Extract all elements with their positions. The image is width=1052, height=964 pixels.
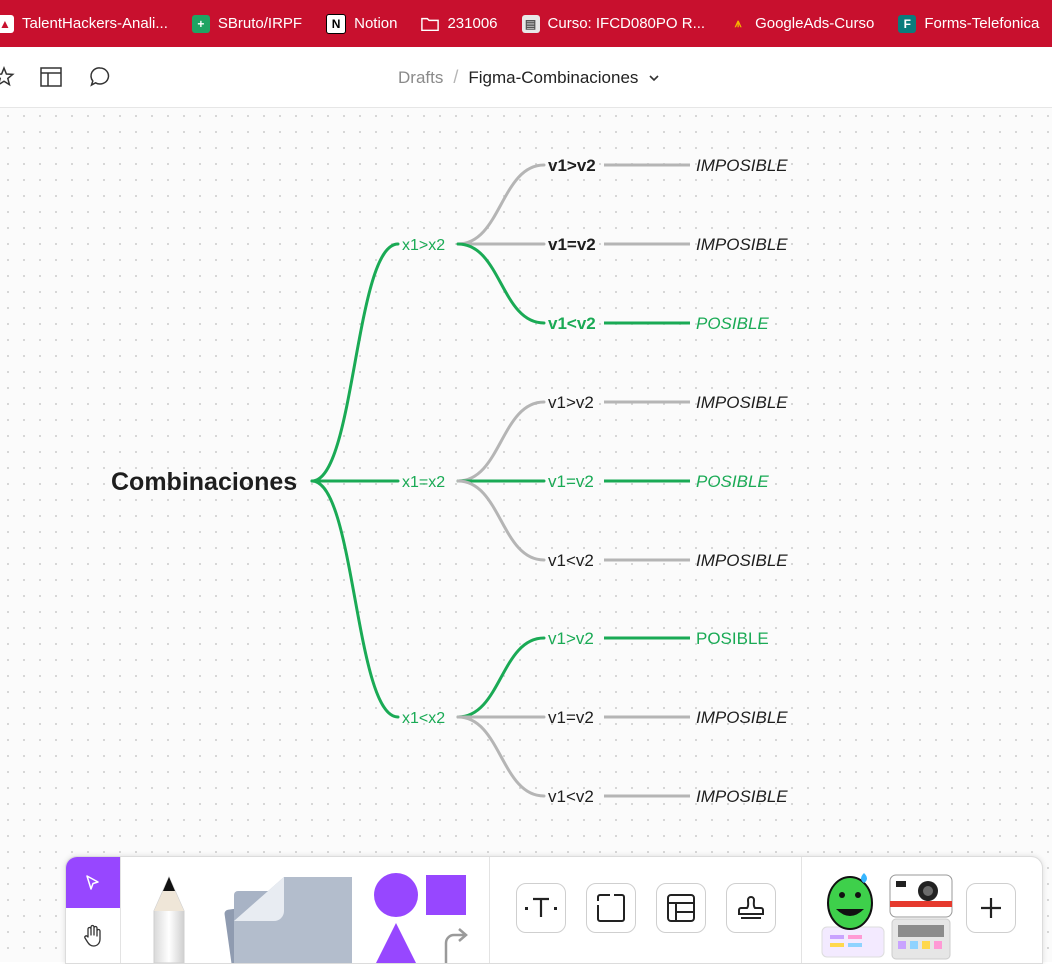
comment-icon[interactable] <box>88 65 112 89</box>
folder-icon <box>421 15 440 33</box>
file-name[interactable]: Figma-Combinaciones <box>468 67 639 87</box>
result-node: POSIBLE <box>696 314 769 333</box>
stickers-icon <box>821 873 885 958</box>
bookmark-notion[interactable]: N Notion <box>326 0 397 47</box>
bookmark-label: 231006 <box>447 15 498 32</box>
file-header: Drafts / Figma-Combinaciones <box>0 47 1052 108</box>
bookmark-sbruto-irpf[interactable]: + SBruto/IRPF <box>191 0 303 47</box>
result-node: POSIBLE <box>696 629 769 648</box>
divider <box>489 857 490 963</box>
child-node: v1<v2 <box>548 314 596 333</box>
bookmark-forms[interactable]: F Forms-Telefonica <box>898 0 1039 47</box>
divider <box>120 857 121 963</box>
google-sheets-icon: + <box>191 14 210 33</box>
root-branch-connector <box>310 242 400 483</box>
child-connector <box>456 636 546 719</box>
child-node: v1=v2 <box>548 472 594 491</box>
bookmark-talenthackers[interactable]: ▲ TalentHackers-Anali... <box>0 0 168 47</box>
pencil-icon <box>153 875 185 963</box>
stamp-icon <box>738 896 764 919</box>
child-connector <box>456 242 546 325</box>
move-tool[interactable] <box>66 857 120 908</box>
result-node: IMPOSIBLE <box>696 787 788 806</box>
child-node: v1>v2 <box>548 393 594 412</box>
text-tool[interactable] <box>516 883 566 933</box>
text-icon <box>525 897 557 917</box>
child-connector <box>456 715 546 798</box>
pencil-tool[interactable] <box>136 875 202 963</box>
jambot-icon <box>889 874 953 960</box>
add-more-button[interactable] <box>966 883 1016 933</box>
bookmark-231006[interactable]: 231006 <box>421 0 498 47</box>
child-node: v1<v2 <box>548 551 594 570</box>
forms-icon: F <box>898 14 917 33</box>
layout-icon[interactable] <box>39 65 63 89</box>
stamp-tool[interactable] <box>726 883 776 933</box>
bookmark-label: GoogleAds-Curso <box>755 15 875 32</box>
section-tool[interactable] <box>586 883 636 933</box>
bookmark-label: Forms-Telefonica <box>924 15 1040 32</box>
root-node: Combinaciones <box>111 468 297 496</box>
child-connector <box>456 400 546 483</box>
shapes-tool[interactable] <box>372 873 472 963</box>
plus-icon <box>981 898 1001 918</box>
actions-icon[interactable] <box>0 65 16 89</box>
hand-icon <box>84 924 101 947</box>
child-node: v1>v2 <box>548 629 594 648</box>
divider <box>801 857 802 963</box>
child-connector <box>456 479 546 562</box>
root-branch-connector <box>310 479 400 719</box>
branch-node: x1>x2 <box>402 237 445 254</box>
branch-node: x1=x2 <box>402 474 445 491</box>
course-icon: ▤ <box>521 14 540 33</box>
notion-icon: N <box>326 13 347 34</box>
toolbar-dock <box>65 856 1043 964</box>
bookmark-label: SBruto/IRPF <box>217 15 303 32</box>
table-icon <box>667 894 695 922</box>
child-connector <box>456 163 546 246</box>
breadcrumb: Drafts / Figma-Combinaciones <box>398 67 660 88</box>
talenthackers-icon: ▲ <box>0 14 14 33</box>
shapes-icon <box>374 873 468 963</box>
breadcrumb-separator: / <box>453 67 459 87</box>
result-node: IMPOSIBLE <box>696 235 788 254</box>
stickers-tool[interactable] <box>818 869 888 963</box>
sticky-note-icon <box>224 877 352 963</box>
section-icon <box>597 894 625 922</box>
jambot-tool[interactable] <box>888 869 954 963</box>
cursor-icon <box>86 874 99 890</box>
result-node: POSIBLE <box>696 472 769 491</box>
bookmark-googleads[interactable]: ⩚ GoogleAds-Curso <box>729 0 875 47</box>
googleads-icon: ⩚ <box>734 16 742 30</box>
result-node: IMPOSIBLE <box>696 393 788 412</box>
child-node: v1>v2 <box>548 156 596 175</box>
hand-tool[interactable] <box>66 908 120 963</box>
bookmark-label: Curso: IFCD080PO R... <box>547 15 706 32</box>
result-node: IMPOSIBLE <box>696 551 788 570</box>
bookmark-label: Notion <box>354 15 398 32</box>
bookmark-label: TalentHackers-Anali... <box>22 15 168 32</box>
breadcrumb-drafts[interactable]: Drafts <box>398 67 444 87</box>
table-tool[interactable] <box>656 883 706 933</box>
result-node: IMPOSIBLE <box>696 156 788 175</box>
bookmark-curso[interactable]: ▤ Curso: IFCD080PO R... <box>521 0 706 47</box>
child-node: v1=v2 <box>548 708 594 727</box>
result-node: IMPOSIBLE <box>696 708 788 727</box>
bookmarks-bar: ▲ TalentHackers-Anali... + SBruto/IRPF N… <box>0 0 1052 47</box>
sticky-note-tool[interactable] <box>218 875 358 963</box>
child-node: v1<v2 <box>548 787 594 806</box>
branch-node: x1<x2 <box>402 710 445 727</box>
chevron-down-icon[interactable] <box>648 68 660 88</box>
child-node: v1=v2 <box>548 235 596 254</box>
